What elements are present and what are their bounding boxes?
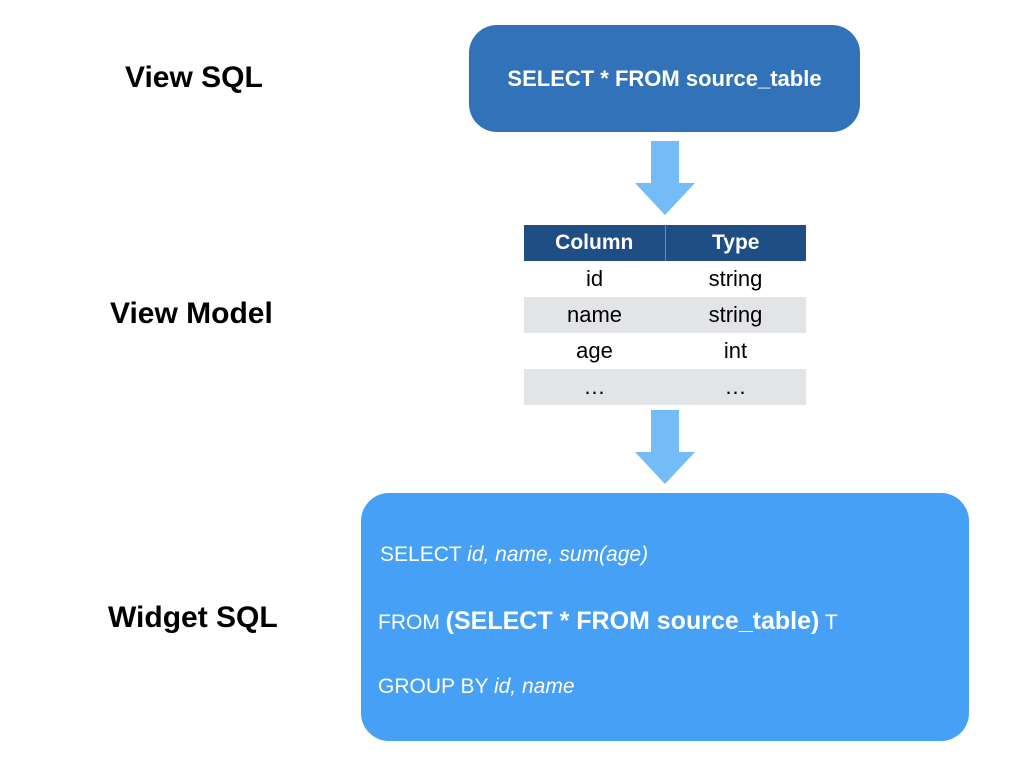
widget-sql-box: SELECT id, name, sum(age) FROM (SELECT *… [361, 493, 969, 741]
table-cell: name [524, 297, 665, 333]
table-row: id string [524, 261, 806, 297]
table-cell: int [723, 338, 748, 363]
view-model-table: Column Type id string name string age in… [524, 225, 806, 405]
table-row: name string [524, 297, 806, 333]
sql-subquery: (SELECT * FROM source_table) [445, 607, 820, 635]
down-arrow-icon [635, 410, 695, 484]
widget-sql-label: Widget SQL [108, 601, 278, 634]
sql-keyword: FROM [378, 611, 440, 634]
sql-group-by-line: GROUP BY id, name [378, 675, 575, 699]
view-model-label: View Model [110, 297, 273, 330]
table-header-cell: Column [524, 225, 666, 261]
sql-fields: id, name [493, 675, 575, 698]
table-row: age int [524, 333, 806, 369]
table-cell: … [665, 369, 806, 405]
table-cell: id [585, 266, 604, 291]
sql-from-line: FROM (SELECT * FROM source_table) T [378, 607, 838, 636]
sql-fields: id, name, sum(age) [467, 543, 649, 566]
table-cell: string [708, 266, 763, 291]
table-header-row: Column Type [524, 225, 806, 261]
table-cell: … [524, 369, 665, 405]
sql-keyword: SELECT [380, 543, 462, 566]
table-header-cell: Type [665, 225, 806, 261]
sql-select-line: SELECT id, name, sum(age) [380, 543, 648, 567]
down-arrow-icon [635, 141, 695, 215]
sql-alias: T [824, 611, 838, 634]
table-cell: string [665, 297, 806, 333]
view-sql-label: View SQL [125, 61, 263, 94]
table-cell: age [576, 338, 613, 363]
table-row: … … [524, 369, 806, 405]
sql-keyword: GROUP BY [378, 675, 489, 698]
view-sql-box: SELECT * FROM source_table [469, 25, 860, 132]
view-sql-query: SELECT * FROM source_table [507, 65, 822, 91]
